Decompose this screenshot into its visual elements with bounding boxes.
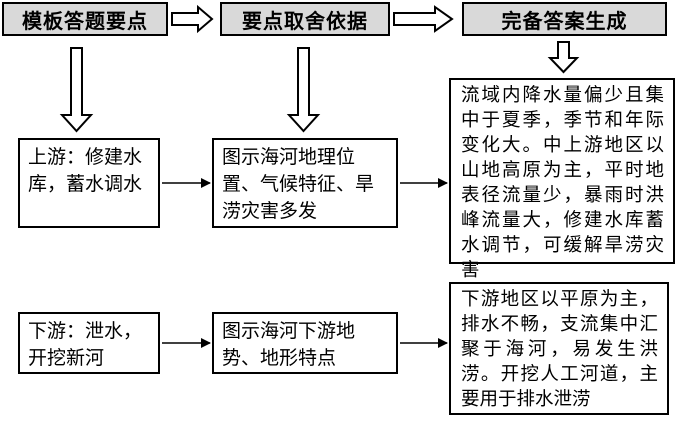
- downstream-answer-box: 下游地区以平原为主，排水不畅，支流集中汇聚于海河，易发生洪涝。开挖人工河道，主要…: [449, 282, 669, 415]
- upstream-answer-text: 流域内降水量偏少且集中于夏季，季节和年际变化大。中上游地区以山地高原为主，平时地…: [461, 85, 664, 281]
- header-step-3-label: 完备答案生成: [501, 8, 628, 33]
- upstream-basis-text: 图示海河地理位置、气候特征、旱涝灾害多发: [222, 146, 375, 222]
- header-arrow-2: [393, 5, 454, 33]
- down-arrow-col1: [59, 47, 94, 133]
- header-step-1-label: 模板答题要点: [22, 8, 148, 33]
- upstream-template-point-box: 上游：修建水库，蓄水调水: [18, 138, 160, 228]
- downstream-answer-text: 下游地区以平原为主，排水不畅，支流集中汇聚于海河，易发生洪涝。开挖人工河道，主要…: [461, 289, 658, 410]
- down-arrow-col3: [547, 41, 580, 74]
- upstream-basis-box: 图示海河地理位置、气候特征、旱涝灾害多发: [212, 138, 398, 228]
- header-arrow-1: [171, 4, 214, 34]
- upstream-answer-box: 流域内降水量偏少且集中于夏季，季节和年际变化大。中上游地区以山地高原为主，平时地…: [449, 78, 675, 281]
- downstream-basis-text: 图示海河下游地势、地形特点: [222, 320, 356, 369]
- header-step-complete-answer: 完备答案生成: [462, 2, 667, 36]
- downstream-basis-box: 图示海河下游地势、地形特点: [212, 312, 398, 374]
- header-step-2-label: 要点取舍依据: [242, 8, 368, 33]
- upstream-template-point-text: 上游：修建水库，蓄水调水: [28, 146, 143, 195]
- header-step-template-points: 模板答题要点: [2, 2, 168, 36]
- downstream-template-point-text: 下游：泄水，开挖新河: [28, 320, 143, 369]
- downstream-template-point-box: 下游：泄水，开挖新河: [18, 312, 160, 374]
- down-arrow-col2: [286, 47, 321, 133]
- header-step-selection-basis: 要点取舍依据: [220, 2, 390, 36]
